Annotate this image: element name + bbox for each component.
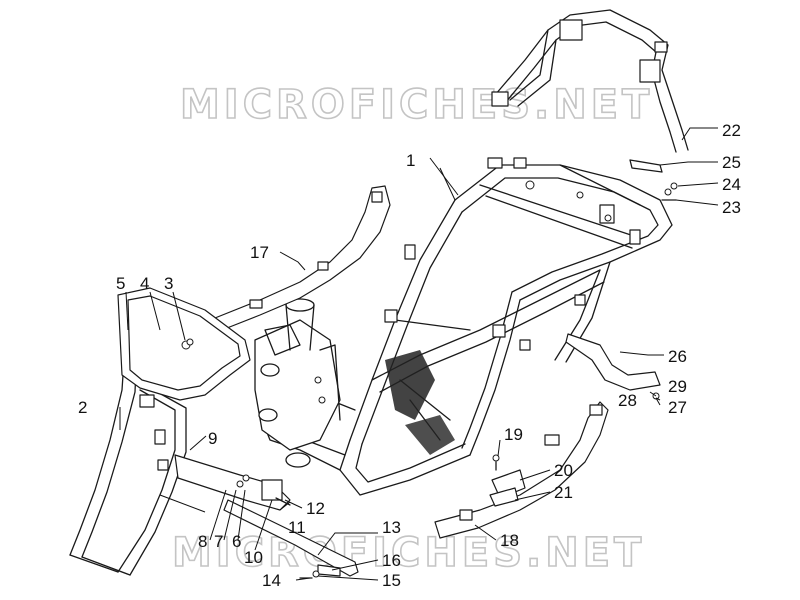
callout-11: 11 — [288, 518, 306, 537]
callout-29: 29 — [668, 377, 687, 396]
callout-4: 4 — [140, 274, 149, 293]
callout-18: 18 — [500, 531, 519, 550]
callout-7: 7 — [214, 532, 223, 551]
callout-9: 9 — [208, 429, 217, 448]
callout-21: 21 — [554, 483, 573, 502]
callout-26: 26 — [668, 347, 687, 366]
callout-22: 22 — [722, 121, 741, 140]
callout-3: 3 — [164, 274, 173, 293]
part-26-drawing — [565, 333, 661, 391]
part-13-drawing — [223, 499, 359, 577]
callout-labels: 1 2 3 4 5 6 7 8 9 10 11 12 13 14 15 16 1… — [78, 121, 741, 590]
callout-17: 17 — [250, 243, 269, 262]
callout-20: 20 — [554, 461, 573, 480]
callout-28: 28 — [618, 391, 637, 410]
callout-12: 12 — [306, 499, 325, 518]
callout-13: 13 — [382, 518, 401, 537]
callout-27: 27 — [668, 398, 687, 417]
callout-1: 1 — [406, 151, 415, 170]
callout-23: 23 — [722, 198, 741, 217]
main-frame-drawing — [261, 157, 673, 496]
part-20-21-drawing — [489, 469, 526, 507]
watermark-bottom: MICROFICHES.NET — [172, 530, 645, 576]
callout-15: 15 — [382, 571, 401, 590]
part-2-5-drawing — [69, 287, 251, 576]
part-22-drawing — [491, 9, 689, 153]
callout-25: 25 — [722, 153, 741, 172]
callout-8: 8 — [198, 532, 207, 551]
part-17-drawing — [214, 185, 391, 331]
steering-head-drawing — [254, 298, 341, 468]
callout-5: 5 — [116, 274, 125, 293]
callout-6: 6 — [232, 532, 241, 551]
callout-14: 14 — [262, 571, 281, 590]
fasteners-drawing — [186, 159, 678, 579]
watermark-top: MICROFICHES.NET — [180, 82, 653, 128]
callout-10: 10 — [244, 548, 263, 567]
callout-19: 19 — [504, 425, 523, 444]
callout-2: 2 — [78, 398, 87, 417]
part-18-drawing — [434, 401, 609, 539]
leader-lines — [119, 127, 719, 581]
callout-24: 24 — [722, 175, 741, 194]
callout-16: 16 — [382, 551, 401, 570]
